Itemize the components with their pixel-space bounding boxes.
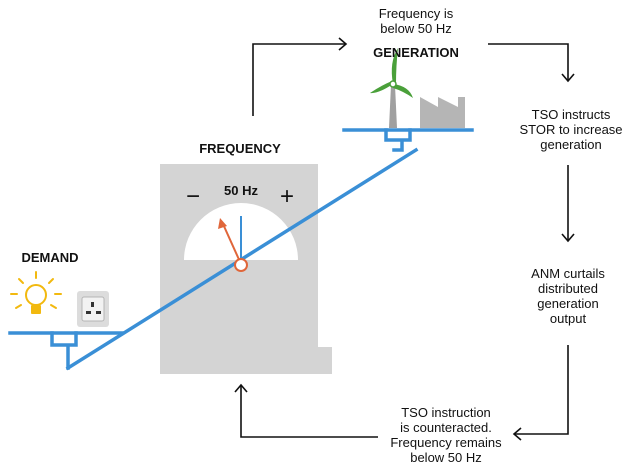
frequency-below-line-1: Frequency is [378, 6, 454, 21]
arrow-heads [234, 37, 575, 441]
tso-instructs-line-3: generation [540, 137, 602, 152]
gauge-plus: + [279, 183, 295, 210]
arrow-counteracted-to-frequency [240, 386, 378, 438]
demand-bracket [50, 331, 78, 370]
gauge-value: 50 Hz [224, 183, 258, 198]
cycle-arrows [240, 43, 569, 438]
arrow-generation-to-tso [488, 43, 569, 80]
meter-pivot [234, 258, 248, 272]
wind-turbine-icon [370, 48, 413, 128]
frequency-below-line-2: below 50 Hz [380, 21, 452, 36]
light-bulb-icon [10, 271, 62, 314]
counteracted-line-4: below 50 Hz [410, 450, 482, 465]
counteracted-line-2: is counteracted. [400, 420, 492, 435]
anm-curtails-line-4: output [549, 311, 587, 326]
counteracted-line-3: Frequency remains [390, 435, 502, 450]
anm-curtails-label: ANM curtails distributed generation outp… [531, 266, 605, 326]
anm-curtails-line-2: distributed [538, 281, 598, 296]
factory-icon [420, 97, 465, 128]
meter-needle [222, 223, 242, 265]
arrow-anm-to-counteracted [515, 345, 569, 435]
anm-curtails-line-3: generation [537, 296, 599, 311]
demand-title: DEMAND [21, 250, 79, 265]
generation-bracket [384, 128, 412, 152]
meter-needle-head [218, 218, 227, 229]
counteracted-label: TSO instruction is counteracted. Frequen… [390, 405, 501, 465]
frequency-below-label: Frequency is below 50 Hz [379, 6, 453, 36]
tso-instructs-line-2: STOR to increase [519, 122, 623, 137]
generation-title: GENERATION [373, 45, 459, 60]
arrow-frequency-to-generation [252, 43, 345, 116]
gauge-minus: − [185, 183, 201, 210]
anm-curtails-line-1: ANM curtails [531, 266, 605, 281]
tso-instructs-label: TSO instructs STOR to increase generatio… [519, 107, 622, 152]
counteracted-line-1: TSO instruction [401, 405, 491, 420]
frequency-title: FREQUENCY [199, 141, 281, 156]
plug-socket-icon [77, 291, 109, 327]
tso-instructs-line-1: TSO instructs [531, 107, 611, 122]
